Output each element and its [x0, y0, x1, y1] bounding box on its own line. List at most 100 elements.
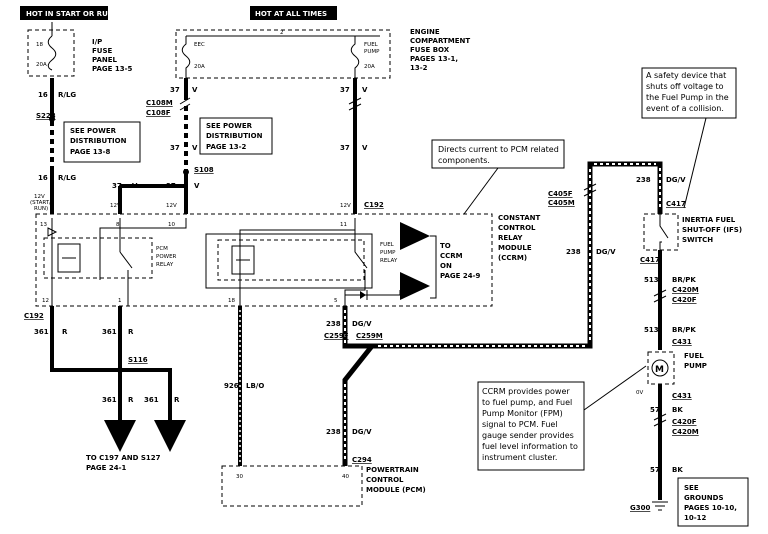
svg-text:FUSE: FUSE	[92, 47, 113, 55]
svg-text:R: R	[128, 396, 134, 404]
svg-text:COMPARTMENT: COMPARTMENT	[410, 37, 470, 45]
svg-text:12V: 12V	[110, 203, 121, 209]
svg-text:PAGE 24-9: PAGE 24-9	[440, 272, 481, 280]
svg-text:CCRM provides power: CCRM provides power	[482, 387, 570, 396]
svg-text:16: 16	[38, 174, 48, 182]
wire-238-dgv-ifs: C405F C405M 238 DG/V 238 DG/V C417	[372, 161, 686, 349]
svg-text:CONTROL: CONTROL	[366, 476, 404, 484]
svg-text:C108F: C108F	[146, 109, 171, 117]
svg-text:gauge sender provides: gauge sender provides	[482, 431, 574, 440]
svg-text:(START/: (START/	[30, 200, 51, 206]
svg-text:361: 361	[102, 396, 117, 404]
svg-text:57: 57	[650, 406, 660, 414]
note-ccrm-power: CCRM provides power to fuel pump, and Fu…	[477, 365, 647, 471]
svg-text:V: V	[362, 144, 368, 152]
svg-text:C405F: C405F	[548, 190, 573, 198]
svg-text:HOT AT ALL TIMES: HOT AT ALL TIMES	[255, 10, 327, 18]
svg-text:12: 12	[42, 298, 49, 304]
svg-text:C420F: C420F	[672, 418, 697, 426]
powertrain-control-module: 30 40 POWERTRAIN CONTROL MODULE (PCM)	[221, 465, 426, 507]
svg-text:PAGE 13-8: PAGE 13-8	[70, 148, 111, 156]
svg-text:event of a collision.: event of a collision.	[646, 104, 724, 113]
svg-text:SEE POWER: SEE POWER	[206, 122, 253, 130]
svg-text:INERTIA FUEL: INERTIA FUEL	[682, 216, 736, 224]
svg-text:12V: 12V	[34, 194, 45, 200]
svg-text:DISTRIBUTION: DISTRIBUTION	[70, 137, 127, 145]
svg-text:G300: G300	[630, 504, 650, 512]
svg-text:238: 238	[326, 428, 341, 436]
svg-text:C417: C417	[640, 256, 660, 264]
svg-text:S228: S228	[36, 112, 56, 120]
engine-compartment-fuse-box: 2 EEC 20A FUEL PUMP 20A ENGINE COMPARTME…	[175, 28, 470, 79]
svg-text:R/LG: R/LG	[58, 174, 76, 182]
svg-text:DG/V: DG/V	[596, 248, 616, 256]
svg-text:POWERTRAIN: POWERTRAIN	[366, 466, 419, 474]
svg-text:K: K	[407, 230, 416, 243]
svg-text:C417: C417	[666, 200, 686, 208]
wire-926-lbo: 926 LB/O	[224, 306, 264, 466]
see-power-distribution-b: SEE POWER DISTRIBUTION PAGE 13-2	[199, 117, 273, 155]
svg-text:0V: 0V	[636, 390, 643, 396]
svg-text:V: V	[362, 86, 368, 94]
svg-text:PUMP: PUMP	[380, 250, 396, 256]
svg-text:HOT IN START OR RUN: HOT IN START OR RUN	[26, 10, 114, 18]
svg-text:MODULE (PCM): MODULE (PCM)	[366, 486, 426, 494]
svg-text:238: 238	[326, 320, 341, 328]
svg-text:361: 361	[144, 396, 159, 404]
svg-text:8: 8	[116, 222, 120, 228]
svg-text:EEC: EEC	[194, 42, 205, 48]
svg-text:V: V	[132, 182, 138, 190]
svg-text:BK: BK	[672, 406, 683, 414]
wire-57-bk: 57 BK C420F C420M 57 BK G300	[630, 384, 699, 512]
svg-text:DG/V: DG/V	[666, 176, 686, 184]
svg-text:30: 30	[236, 474, 243, 480]
svg-text:SWITCH: SWITCH	[682, 236, 713, 244]
wire-513-brpk: 513 BR/PK C420M C420F 513 BR/PK C431	[644, 250, 699, 350]
svg-text:C431: C431	[672, 392, 692, 400]
svg-text:C108M: C108M	[146, 99, 173, 107]
svg-text:ENGINE: ENGINE	[410, 28, 440, 36]
svg-text:57: 57	[650, 466, 660, 474]
svg-text:MODULE: MODULE	[498, 244, 532, 252]
wire-361-r: C192 361 R 361 R S116 361 R 361 R	[24, 306, 180, 420]
svg-text:2: 2	[280, 30, 284, 36]
header-hot-all-times: HOT AT ALL TIMES	[250, 6, 337, 20]
svg-text:I/P: I/P	[92, 38, 102, 46]
svg-text:10-12: 10-12	[684, 514, 707, 522]
svg-text:926: 926	[224, 382, 239, 390]
svg-text:A safety device that: A safety device that	[646, 71, 726, 80]
svg-text:fuel level information to: fuel level information to	[482, 442, 578, 451]
svg-text:PAGES 10-10,: PAGES 10-10,	[684, 504, 737, 512]
svg-text:DG/V: DG/V	[352, 320, 372, 328]
svg-text:I: I	[116, 428, 120, 441]
svg-text:BK: BK	[672, 466, 683, 474]
wire-16-rlg: 16 R/LG S228 16 R/LG	[36, 78, 76, 214]
svg-text:signal to PCM. Fuel: signal to PCM. Fuel	[482, 420, 558, 429]
svg-text:S108: S108	[194, 166, 214, 174]
svg-text:V: V	[192, 144, 198, 152]
svg-text:PUMP: PUMP	[364, 49, 380, 55]
see-power-distribution-a: SEE POWER DISTRIBUTION PAGE 13-8	[63, 121, 141, 163]
ip-fuse-panel: 18 20A I/P FUSE PANEL PAGE 13-5	[27, 22, 133, 77]
wire-238-dgv-pcm: 238 DG/V C259F C259M 238 DG/V C294	[324, 306, 383, 466]
svg-text:20A: 20A	[364, 64, 375, 70]
svg-text:V: V	[192, 86, 198, 94]
svg-text:37: 37	[166, 182, 176, 190]
svg-text:C259F: C259F	[324, 332, 349, 340]
svg-text:SEE: SEE	[684, 484, 699, 492]
svg-text:instrument cluster.: instrument cluster.	[482, 453, 557, 462]
svg-text:PAGE 24-1: PAGE 24-1	[86, 464, 127, 472]
svg-text:R: R	[62, 328, 68, 336]
inertia-fuel-shutoff-switch: INERTIA FUEL SHUT-OFF (IFS) SWITCH C417	[640, 213, 742, 264]
svg-text:M: M	[163, 428, 174, 441]
svg-text:S116: S116	[128, 356, 148, 364]
svg-text:V: V	[194, 182, 200, 190]
svg-text:M: M	[655, 365, 664, 375]
svg-text:37: 37	[340, 86, 350, 94]
see-grounds: SEE GROUNDS PAGES 10-10, 10-12	[677, 477, 749, 527]
svg-text:FUEL: FUEL	[684, 352, 704, 360]
svg-text:RELAY: RELAY	[380, 258, 398, 264]
svg-text:FUEL: FUEL	[380, 242, 395, 248]
svg-text:C294: C294	[352, 456, 372, 464]
svg-text:R: R	[174, 396, 180, 404]
